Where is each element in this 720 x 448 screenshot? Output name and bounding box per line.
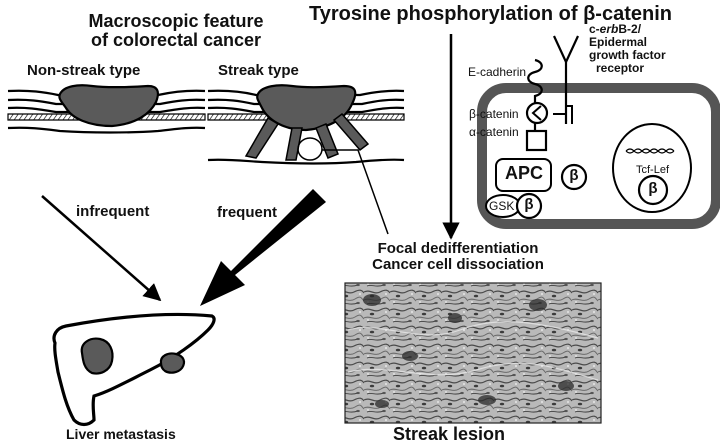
beta-gsk-label: β bbox=[524, 196, 534, 213]
alpha-catenin-label: α-catenin bbox=[469, 125, 519, 139]
receptor-label-line4: receptor bbox=[596, 60, 645, 75]
apc-label: APC bbox=[505, 163, 544, 183]
receptor-label-line3: growth factor bbox=[589, 47, 666, 62]
gsk-label: GSK bbox=[489, 199, 515, 213]
tcf-lef-label: Tcf-Lef bbox=[636, 164, 670, 176]
infrequent-arrow bbox=[41, 195, 162, 302]
apc-box bbox=[495, 158, 552, 192]
dna-strand bbox=[625, 148, 675, 154]
streak-lesion-label: Streak lesion bbox=[393, 424, 506, 444]
focal-label-line1: Focal dedifferentiation bbox=[377, 240, 539, 257]
alpha-catenin-box bbox=[525, 129, 548, 152]
e-cadherin-label: E-cadherin bbox=[468, 65, 527, 79]
non-streak-label: Non-streak type bbox=[27, 62, 141, 79]
streak-tumor-diagram bbox=[207, 84, 405, 165]
receptor-prefix: c- bbox=[589, 22, 600, 36]
nucleus bbox=[612, 123, 692, 213]
receptor-shape bbox=[553, 35, 579, 65]
cell-diagram bbox=[477, 35, 720, 229]
focal-label-line2: Cancer cell dissociation bbox=[372, 256, 544, 274]
non-streak-tumor-diagram bbox=[7, 84, 206, 134]
beta-catenin-label: β-catenin bbox=[469, 107, 519, 121]
beta-free-circle bbox=[560, 163, 588, 191]
receptor-label-line1: c-erbB-2/ bbox=[589, 23, 666, 36]
receptor-label-line2: Epidermal bbox=[589, 34, 648, 49]
streak-zoom-connector bbox=[322, 149, 389, 235]
tyrosine-title-text: Tyrosine phosphorylation of bbox=[309, 3, 584, 25]
beta-nuclear-label: β bbox=[648, 180, 658, 197]
streak-label: Streak type bbox=[218, 62, 299, 79]
focal-label: Focal dedifferentiation Cancer cell diss… bbox=[352, 240, 564, 274]
receptor-label: c-erbB-2/ Epidermal growth factor recept… bbox=[589, 23, 666, 75]
e-cadherin-shape bbox=[527, 58, 543, 130]
beta-nuclear-circle bbox=[637, 174, 669, 206]
liver-label: Liver metastasis bbox=[66, 426, 176, 442]
macroscopic-title-line2: of colorectal cancer bbox=[90, 30, 262, 51]
frequent-label: frequent bbox=[217, 204, 277, 221]
receptor-suffix: B-2/ bbox=[618, 22, 642, 36]
tyrosine-title: Tyrosine phosphorylation of β-catenin bbox=[309, 3, 672, 26]
macroscopic-title: Macroscopic feature of colorectal cancer bbox=[58, 11, 294, 51]
beta-gsk-circle bbox=[515, 192, 543, 220]
infrequent-label: infrequent bbox=[76, 203, 150, 220]
liver-diagram bbox=[52, 312, 216, 427]
macroscopic-title-line1: Macroscopic feature bbox=[88, 11, 264, 31]
beta-free-label: β bbox=[569, 167, 579, 184]
beta-catenin-circle bbox=[525, 101, 549, 125]
frequent-arrow bbox=[200, 189, 326, 306]
tyrosine-title-beta: β-catenin bbox=[583, 3, 672, 25]
histology-image bbox=[344, 282, 602, 424]
receptor-italic: erb bbox=[599, 22, 619, 36]
